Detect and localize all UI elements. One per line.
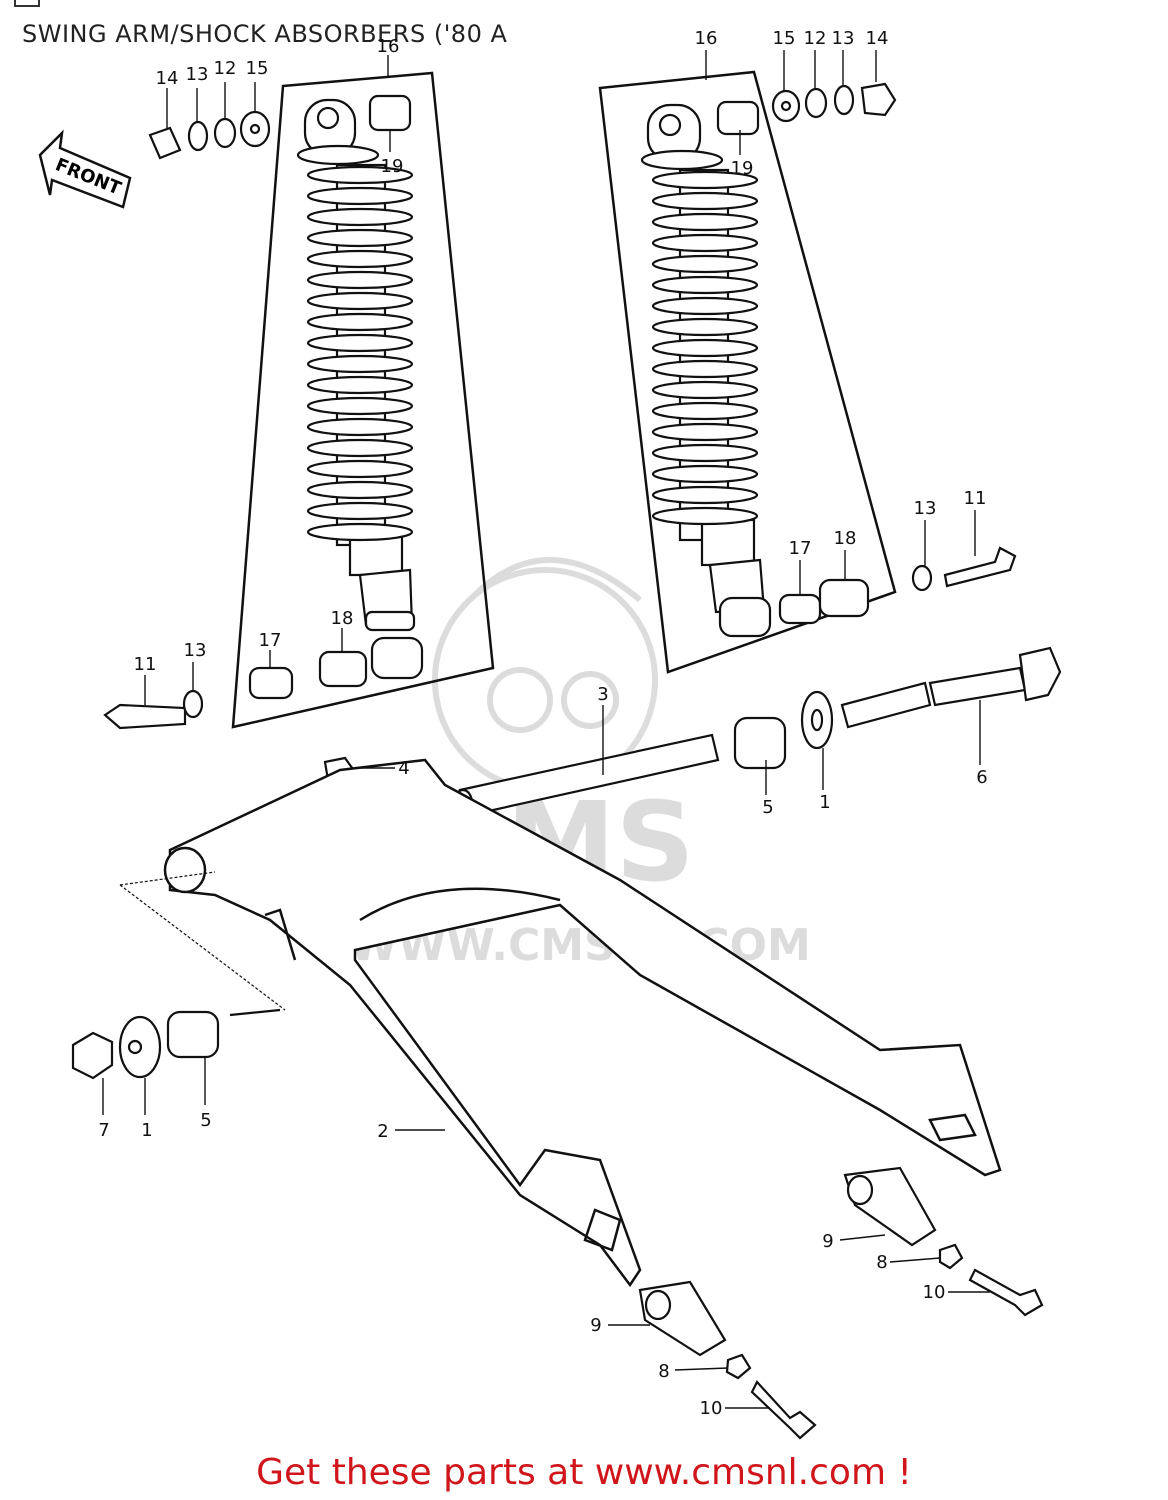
- left-spring: [306, 165, 414, 542]
- callout-p1: 1: [819, 792, 830, 813]
- callout-r13: 13: [832, 28, 855, 49]
- callout-l14: 14: [156, 68, 179, 89]
- spring-coil-turn: [306, 207, 414, 227]
- callout-p5: 5: [762, 797, 773, 818]
- left-shock-panel: [231, 71, 495, 729]
- callout-p2: 2: [377, 1121, 388, 1142]
- callout-r8: 8: [876, 1252, 887, 1273]
- callout-p3: 3: [597, 684, 608, 705]
- callout-l13: 13: [186, 64, 209, 85]
- spring-coil-turn: [651, 485, 759, 505]
- right-spring: [651, 170, 759, 526]
- callout-l19: 19: [381, 156, 404, 177]
- spring-coil-turn: [306, 354, 414, 374]
- spring-coil-turn: [651, 317, 759, 337]
- leader-lines: [102, 50, 990, 1409]
- callout-l17: 17: [259, 630, 282, 651]
- spring-coil-turn: [306, 291, 414, 311]
- callout-r17: 17: [789, 538, 812, 559]
- spring-coil-turn: [306, 375, 414, 395]
- spring-coil-turn: [651, 422, 759, 442]
- spring-coil-turn: [306, 270, 414, 290]
- swing-arm: [163, 758, 1002, 1288]
- watermark-mascot-eye: [487, 667, 553, 733]
- spring-coil-turn: [306, 249, 414, 269]
- spring-coil-turn: [651, 254, 759, 274]
- page-corner-mark: [14, 0, 40, 7]
- spring-coil-turn: [306, 165, 414, 185]
- callout-p6: 6: [976, 767, 987, 788]
- callout-c9: 9: [590, 1315, 601, 1336]
- callout-l18: 18: [331, 608, 354, 629]
- callout-l11: 11: [134, 654, 157, 675]
- page-title: SWING ARM/SHOCK ABSORBERS ('80 A: [22, 20, 508, 48]
- spring-coil-turn: [651, 296, 759, 316]
- spring-coil-turn: [651, 275, 759, 295]
- footer-cta[interactable]: Get these parts at www.cmsnl.com !: [256, 1452, 912, 1493]
- spring-coil-turn: [651, 464, 759, 484]
- callout-r11: 11: [964, 488, 987, 509]
- spring-coil-turn: [651, 401, 759, 421]
- spring-coil-turn: [306, 417, 414, 437]
- spring-coil-turn: [651, 506, 759, 526]
- left-shock-absorber: [296, 98, 416, 632]
- spring-coil-turn: [306, 501, 414, 521]
- spring-coil-turn: [306, 186, 414, 206]
- callout-c10: 10: [700, 1398, 723, 1419]
- callout-b5: 5: [200, 1110, 211, 1131]
- spring-coil-turn: [651, 380, 759, 400]
- watermark-mascot-eye-right: [561, 671, 619, 729]
- callout-r10: 10: [923, 1282, 946, 1303]
- spring-coil-turn: [651, 338, 759, 358]
- spring-coil-turn: [306, 312, 414, 332]
- left-bottom-hardware: [103, 636, 424, 730]
- callout-r14: 14: [866, 28, 889, 49]
- right-shock-panel: [598, 70, 897, 674]
- callout-r12: 12: [804, 28, 827, 49]
- callout-b1: 1: [141, 1120, 152, 1141]
- spring-coil-turn: [306, 459, 414, 479]
- spring-coil-turn: [306, 522, 414, 542]
- spring-coil-turn: [651, 233, 759, 253]
- chain-adjusters: [638, 1166, 1044, 1440]
- callout-l15: 15: [246, 58, 269, 79]
- right-bottom-hardware: [778, 546, 1017, 625]
- callout-l12: 12: [214, 58, 237, 79]
- spring-coil-turn: [651, 170, 759, 190]
- callout-r16: 16: [695, 28, 718, 49]
- callout-l13b: 13: [184, 640, 207, 661]
- spring-coil-turn: [306, 438, 414, 458]
- callout-r9: 9: [822, 1231, 833, 1252]
- front-arrow: [38, 129, 132, 209]
- callout-p4: 4: [398, 758, 409, 779]
- right-top-hardware: [716, 82, 897, 136]
- spring-coil-turn: [306, 228, 414, 248]
- callout-r13b: 13: [914, 498, 937, 519]
- callout-l16: 16: [377, 36, 400, 57]
- spring-coil-turn: [306, 396, 414, 416]
- spring-coil-turn: [651, 191, 759, 211]
- callout-r19: 19: [731, 158, 754, 179]
- spring-coil-turn: [651, 443, 759, 463]
- right-shock-absorber: [640, 103, 772, 638]
- left-pivot-hardware: [71, 871, 286, 1080]
- callout-b7: 7: [98, 1120, 109, 1141]
- spring-coil-turn: [306, 333, 414, 353]
- callout-r18: 18: [834, 528, 857, 549]
- callout-c8: 8: [658, 1361, 669, 1382]
- spring-coil-turn: [651, 212, 759, 232]
- spring-coil-turn: [306, 480, 414, 500]
- callout-r15: 15: [773, 28, 796, 49]
- spring-coil-turn: [651, 359, 759, 379]
- watermark-mascot-hair: [467, 557, 642, 603]
